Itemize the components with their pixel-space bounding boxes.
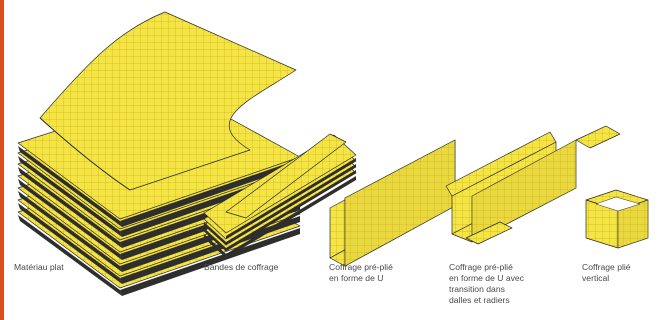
- caption-vertical-folded: Coffrage plié vertical: [582, 262, 631, 283]
- formwork-strips-illustration: [203, 133, 357, 258]
- caption-formwork-strips: Bandes de coffrage: [204, 262, 279, 272]
- caption-u-formwork: Coffrage pré-plié en forme de U: [329, 262, 393, 283]
- flat-material-illustration: [17, 11, 301, 296]
- u-formwork-illustration: [329, 139, 456, 267]
- caption-flat-material: Matériau plat: [14, 262, 64, 272]
- accent-edge-bar: [0, 0, 4, 320]
- vertical-folded-illustration: [585, 189, 649, 249]
- u-formwork-transition-illustration: [445, 125, 621, 245]
- caption-u-formwork-transition: Coffrage pré-plié en forme de U avec tra…: [449, 262, 524, 305]
